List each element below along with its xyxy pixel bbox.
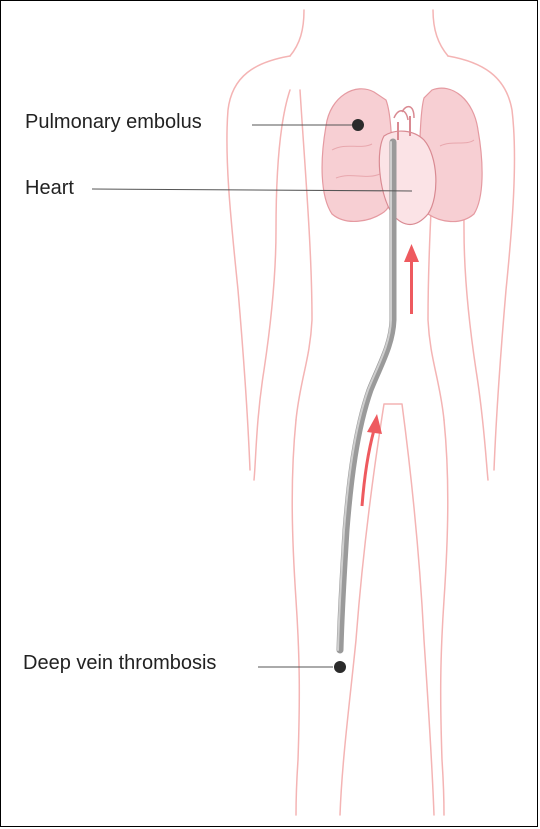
pulmonary-embolus-label: Pulmonary embolus bbox=[25, 111, 202, 133]
heart-label: Heart bbox=[25, 177, 74, 199]
deep-vein-thrombosis-label: Deep vein thrombosis bbox=[23, 652, 216, 674]
deep-vein-thrombosis-clot bbox=[334, 661, 346, 673]
pulmonary-embolus-clot bbox=[352, 119, 364, 131]
flow-arrow-upper bbox=[404, 244, 419, 314]
